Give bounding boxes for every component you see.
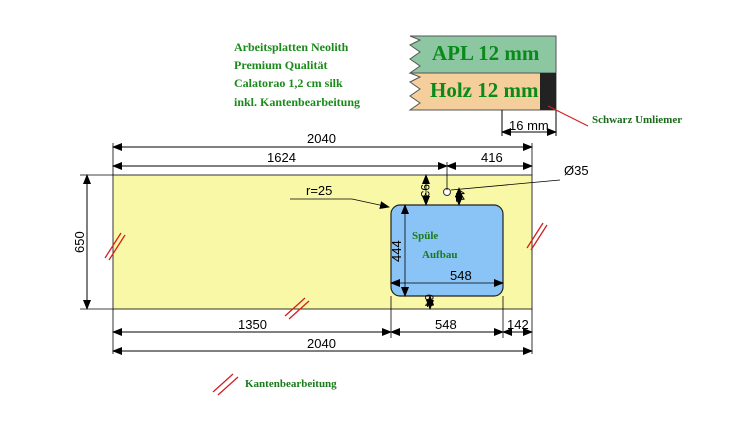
hole-diameter-label: Ø35 (564, 163, 589, 178)
radius-label: r=25 (306, 183, 332, 198)
total-width-top-label: 2040 (307, 131, 336, 146)
edge-detail: APL 12 mm Holz 12 mm 16 mm Schwarz Umlie… (408, 35, 682, 136)
info-line-4: inkl. Kantenbearbeitung (234, 95, 360, 109)
depth-label: 650 (72, 231, 87, 253)
right-margin-bottom-label: 142 (507, 317, 529, 332)
edge-marker-left (104, 232, 126, 261)
sink-width-inner-label: 548 (450, 268, 472, 283)
sink-bottom-offset-label: 64 (422, 294, 436, 308)
sink-cutout (390, 204, 504, 297)
info-line-1: Arbeitsplatten Neolith (234, 40, 349, 54)
edge-marker-right (526, 222, 548, 251)
umleimer-leader (547, 105, 589, 127)
info-line-3: Calatorao 1,2 cm silk (234, 76, 343, 90)
umleimer-label: Schwarz Umliemer (592, 114, 682, 126)
offset-label: 16 mm (509, 118, 549, 133)
sink-top-offset-label: 93 (418, 184, 432, 198)
umleimer-strip (540, 73, 556, 110)
apl-label: APL 12 mm (432, 41, 540, 65)
depth-dimension: 650 (72, 174, 113, 310)
hole-offset-label: 41 (453, 189, 467, 203)
sink-width-bottom-label: 548 (435, 317, 457, 332)
radius-leader (351, 198, 390, 210)
edge-marker-bottom (284, 297, 310, 320)
apl-layer (408, 35, 557, 74)
edge-markers (104, 222, 548, 396)
bottom-dimensions: 1350 548 142 2040 (112, 296, 533, 355)
info-line-2: Premium Qualität (234, 58, 327, 72)
sink-label-2: Aufbau (422, 249, 457, 261)
sink-label-1: Spüle (412, 230, 438, 242)
top-dimensions: 2040 1624 416 (112, 131, 533, 190)
counter-plan: Spüle Aufbau Ø35 r=25 93 41 444 548 64 (112, 163, 589, 310)
legend-marker (212, 373, 239, 396)
hole-leader (450, 179, 561, 191)
info-block: Arbeitsplatten Neolith Premium Qualität … (234, 40, 360, 109)
total-width-bottom-label: 2040 (307, 336, 336, 351)
legend-label: Kantenbearbeitung (245, 378, 337, 390)
holz-label: Holz 12 mm (430, 78, 539, 102)
sink-height-label: 444 (389, 240, 404, 262)
left-to-sink-top-label: 1624 (267, 150, 296, 165)
right-to-sink-top-label: 416 (481, 150, 503, 165)
left-to-sink-bottom-label: 1350 (238, 317, 267, 332)
